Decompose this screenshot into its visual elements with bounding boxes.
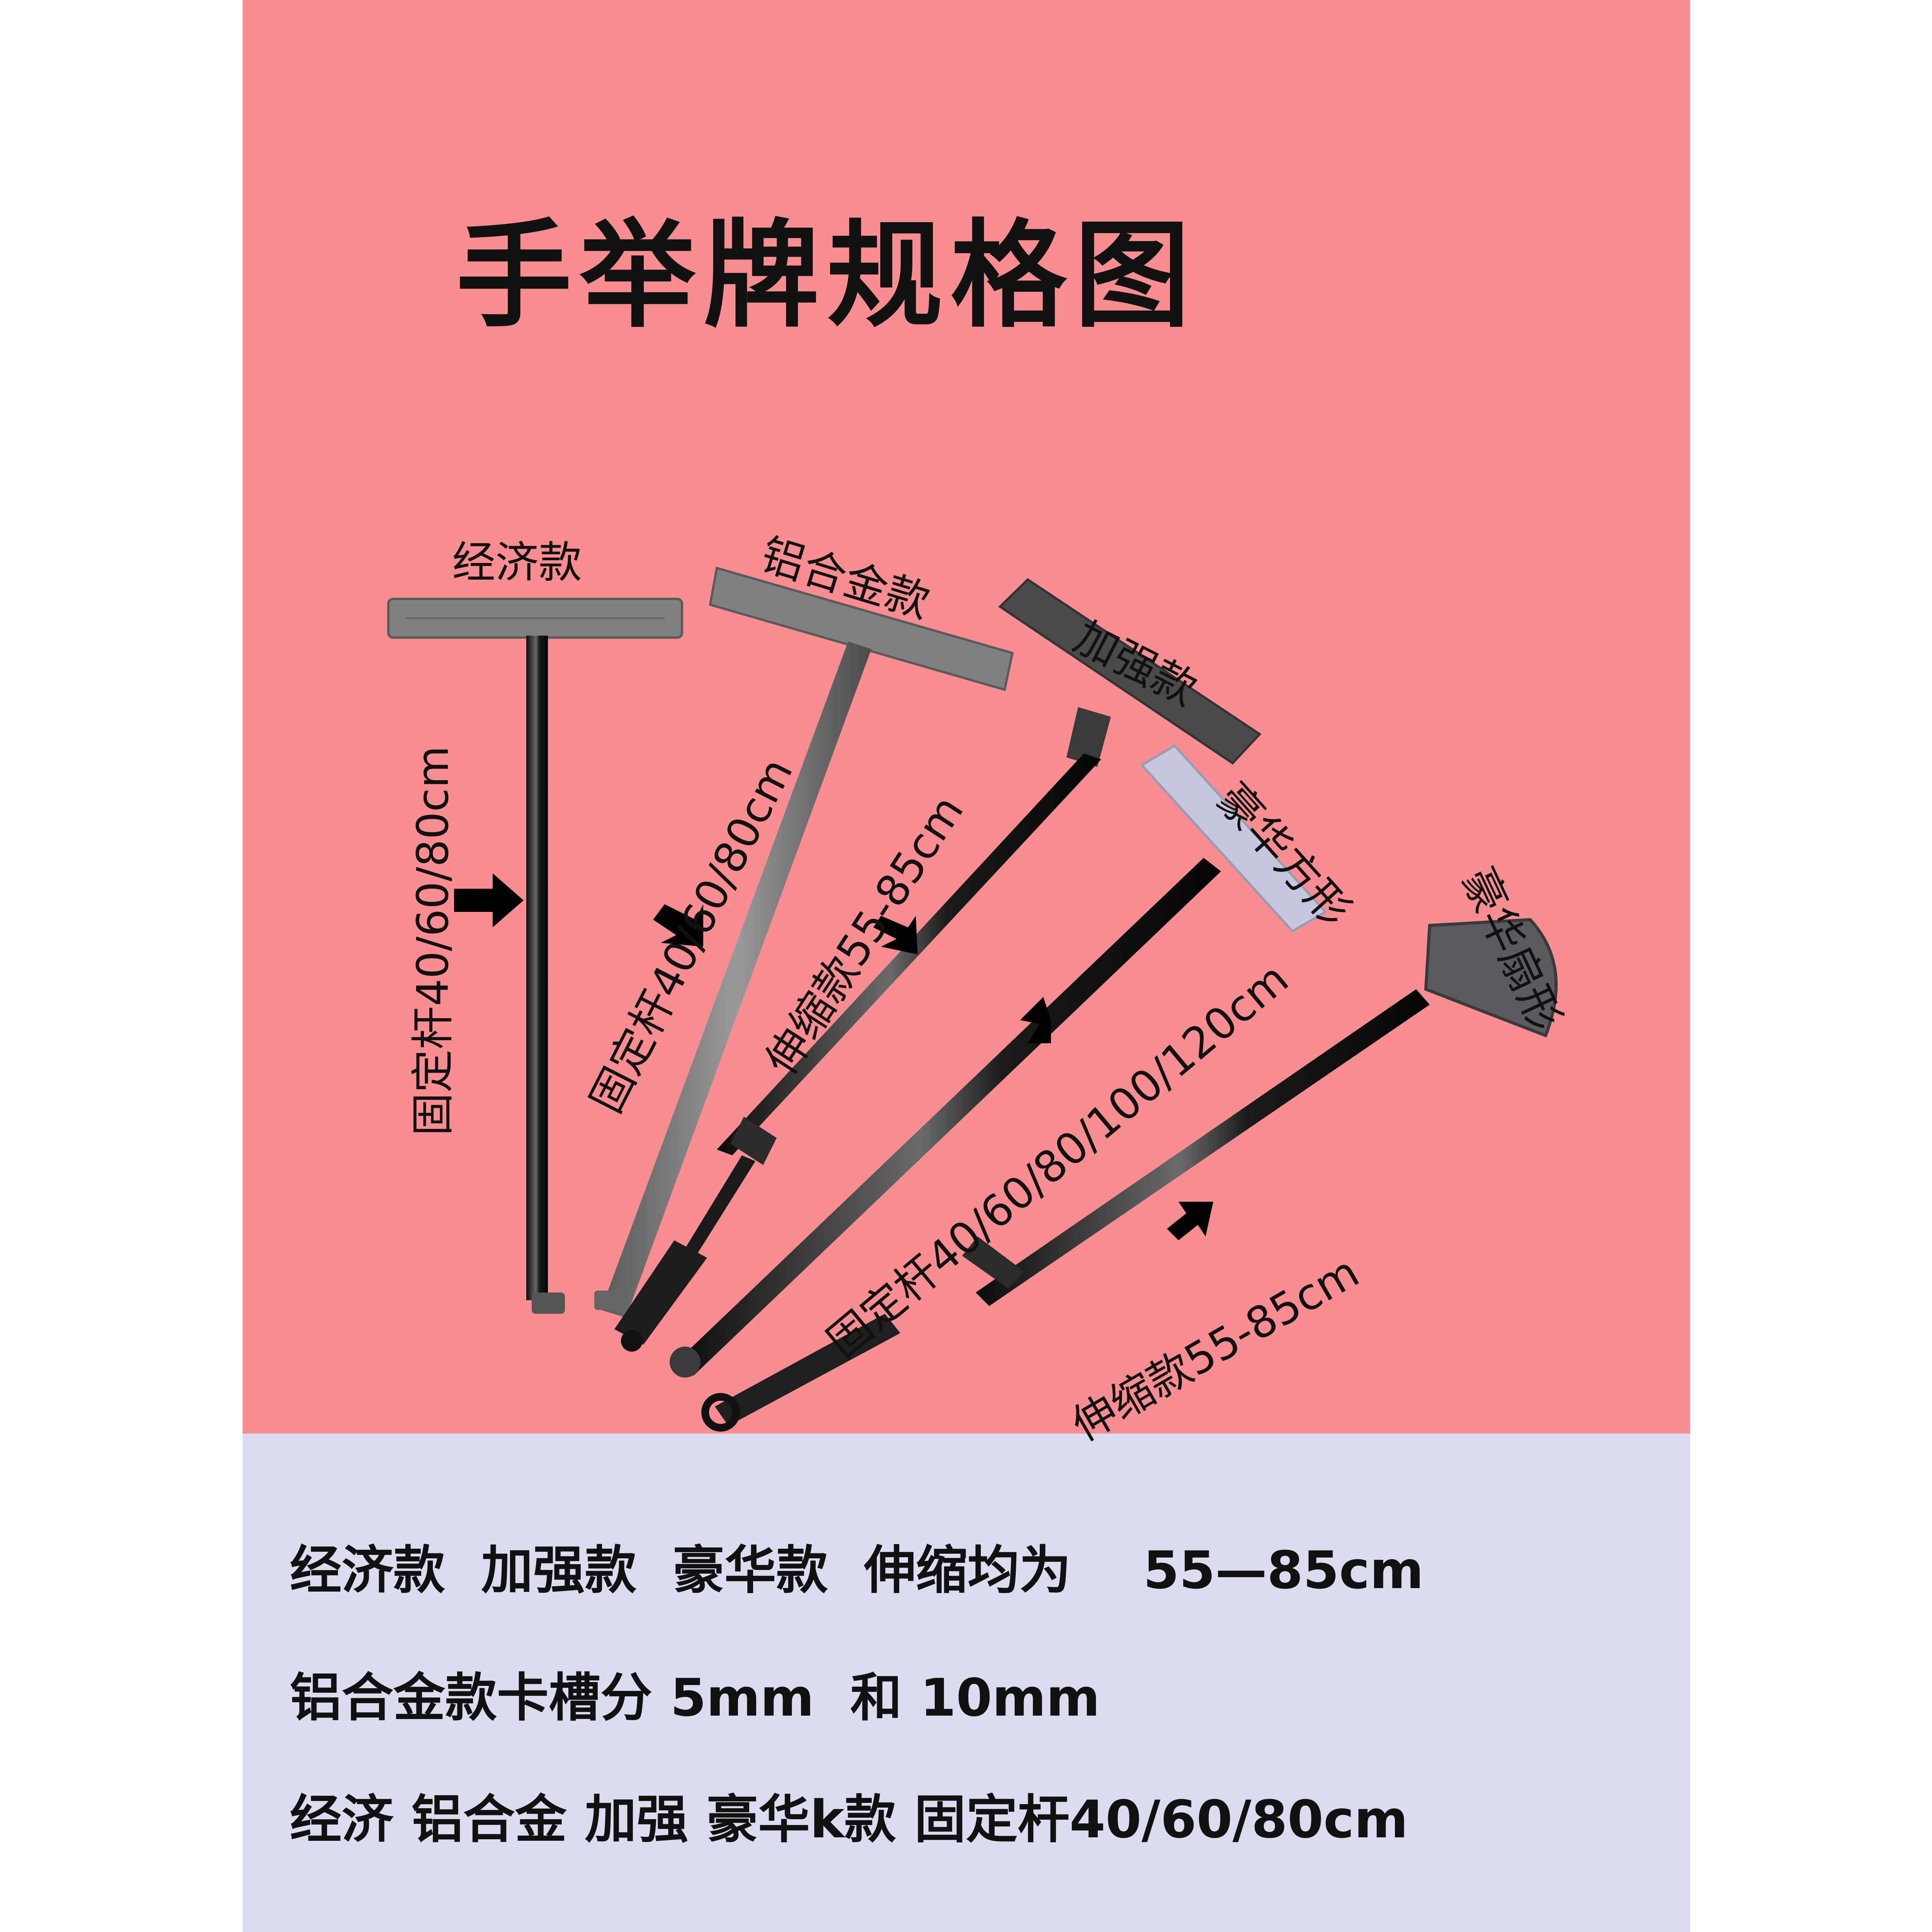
spec-text: 经济款 [290,1540,446,1600]
rod-label-economy-fixed: 固定杆40/60/80cm [408,746,458,1136]
spec-value: 5mm [670,1668,815,1728]
spec-text: 加强款 [481,1540,637,1600]
spec-text: 经济 [290,1789,394,1850]
model-label-economy: 经济款 [452,537,582,588]
spec-value: 55—85cm [1143,1540,1424,1600]
spec-text: 豪华k款 [706,1789,896,1850]
spec-text: 豪华款 [672,1540,828,1600]
spec-text: 伸缩均为 [864,1540,1071,1600]
spec-line-1: 经济款 加强款 豪华款 伸缩均为 55—85cm [290,1528,1424,1603]
page-title: 手举牌规格图 [456,208,1198,343]
spec-line-2: 铝合金款卡槽分 5mm 和 10mm [290,1656,1100,1731]
spec-line-3: 经济 铝合金 加强 豪华k款 固定杆40/60/80cm [290,1777,1408,1852]
spec-text: 铝合金款卡槽分 [290,1668,653,1728]
spec-value: 10mm [920,1668,1100,1728]
spec-text: 加强 [585,1789,689,1850]
specs-panel-background [243,1434,1690,1932]
spec-value: 固定杆40/60/80cm [914,1789,1408,1850]
spec-text: 和 [850,1668,902,1728]
spec-text: 铝合金 [411,1789,567,1850]
